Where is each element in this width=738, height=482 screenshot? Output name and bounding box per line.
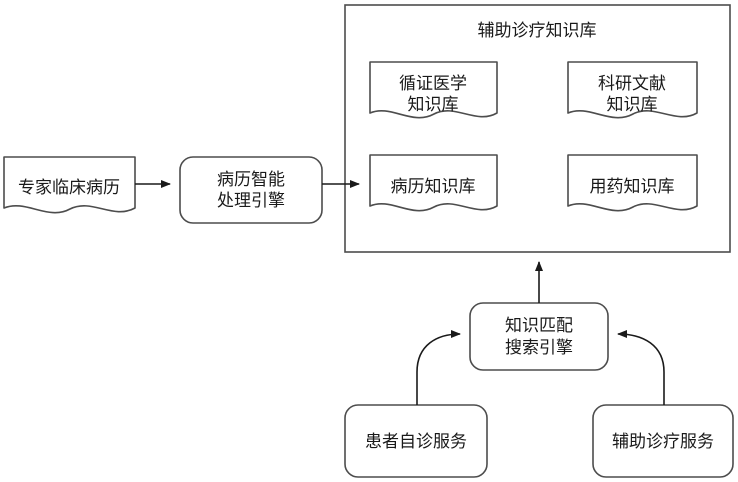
- node-research-kb-label-line1: 科研文献: [598, 74, 666, 94]
- node-assist-diagnosis-service[interactable]: 辅助诊疗服务: [592, 404, 734, 478]
- node-match-engine[interactable]: 知识匹配 搜索引擎: [469, 302, 609, 371]
- node-record-kb[interactable]: 病历知识库: [369, 154, 498, 212]
- node-record-kb-label: 病历知识库: [391, 177, 476, 197]
- knowledge-base-container-title: 辅助诊疗知识库: [478, 21, 597, 41]
- node-record-engine-label-line1: 病历智能: [217, 170, 285, 190]
- node-match-engine-label-line2: 搜索引擎: [505, 338, 573, 358]
- node-ebm-kb-label-line1: 循证医学: [399, 74, 467, 94]
- node-ebm-kb[interactable]: 循证医学 知识库: [369, 61, 498, 119]
- node-self-diagnosis-service-label: 患者自诊服务: [365, 432, 467, 452]
- node-match-engine-label-line1: 知识匹配: [505, 316, 573, 336]
- node-research-kb-label-line2: 知识库: [607, 95, 658, 115]
- edge-assist-diagnosis-to-match-engine: [617, 330, 665, 405]
- node-record-engine-label-line2: 处理引擎: [217, 191, 285, 211]
- node-research-kb[interactable]: 科研文献 知识库: [567, 61, 698, 119]
- node-ebm-kb-label-line2: 知识库: [408, 95, 459, 115]
- node-assist-diagnosis-service-label: 辅助诊疗服务: [612, 432, 714, 452]
- knowledge-base-container[interactable]: 辅助诊疗知识库: [344, 4, 731, 253]
- node-expert-records[interactable]: 专家临床病历: [3, 156, 136, 214]
- edge-self-diagnosis-to-match-engine: [416, 330, 461, 405]
- node-medication-kb-label: 用药知识库: [590, 177, 675, 197]
- node-expert-records-label: 专家临床病历: [18, 178, 120, 198]
- node-record-engine[interactable]: 病历智能 处理引擎: [179, 156, 323, 224]
- node-self-diagnosis-service[interactable]: 患者自诊服务: [344, 404, 488, 478]
- node-medication-kb[interactable]: 用药知识库: [567, 154, 698, 212]
